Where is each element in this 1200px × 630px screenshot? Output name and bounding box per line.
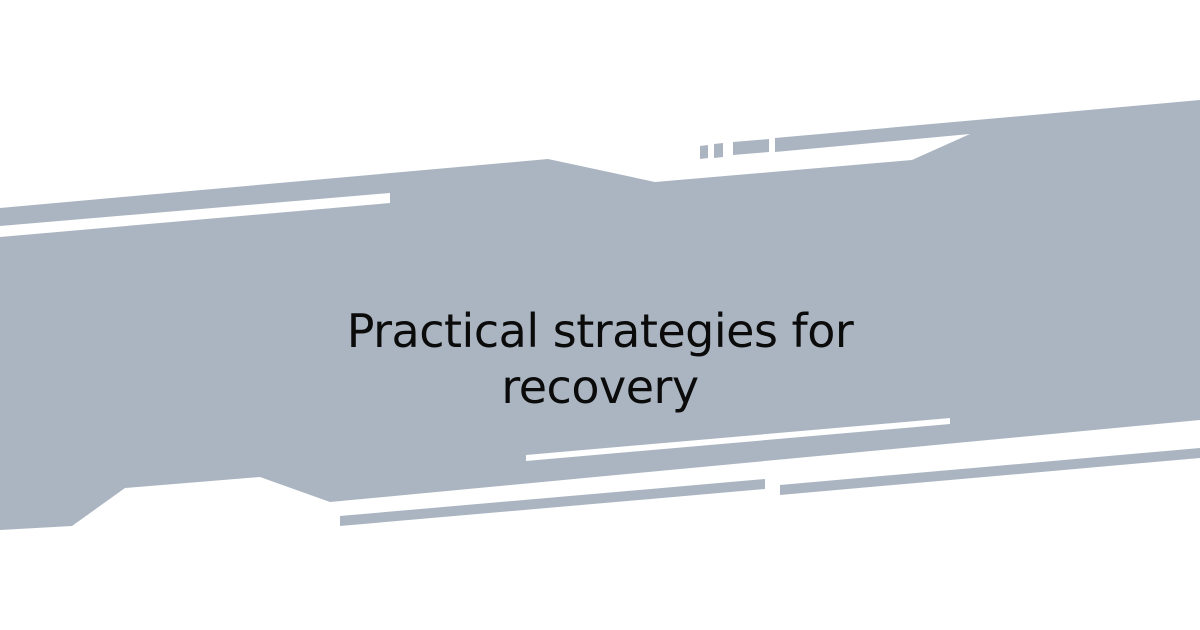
bottom-stripe-left bbox=[340, 479, 765, 526]
title-line-2: recovery bbox=[501, 359, 699, 414]
dash-2 bbox=[714, 143, 723, 158]
dash-3 bbox=[733, 139, 769, 155]
title-line-1: Practical strategies for bbox=[346, 303, 854, 358]
page-title: Practical strategies for recovery bbox=[0, 303, 1200, 415]
dash-1 bbox=[700, 145, 708, 159]
band-stripe-top-left bbox=[0, 193, 390, 237]
band-stripe-bottom bbox=[526, 418, 950, 461]
bottom-stripe-right bbox=[780, 448, 1200, 495]
